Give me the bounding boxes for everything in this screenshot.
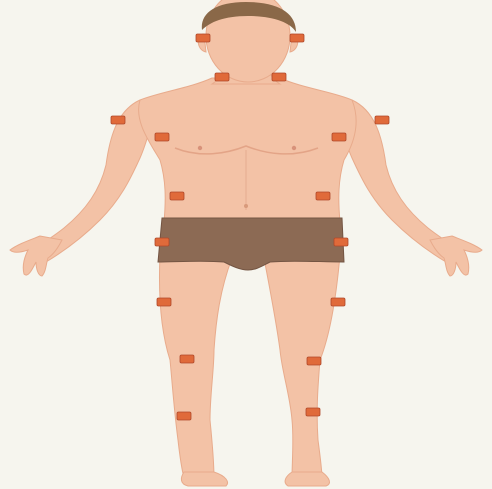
- marker-neck-right: [215, 73, 229, 81]
- marker-head-left: [290, 34, 304, 42]
- marker-thigh-left: [331, 298, 345, 306]
- marker-thigh-right: [157, 298, 171, 306]
- marker-hip-right: [155, 238, 169, 246]
- marker-waist-right: [170, 192, 184, 200]
- navel: [244, 204, 248, 208]
- marker-hip-left: [334, 238, 348, 246]
- legs: [159, 255, 340, 486]
- right-arm: [36, 100, 156, 262]
- right-foot: [181, 472, 227, 486]
- marker-chest-left: [332, 133, 346, 141]
- marker-waist-left: [316, 192, 330, 200]
- marker-neck-left: [272, 73, 286, 81]
- left-foot: [285, 472, 329, 486]
- marker-head-right: [196, 34, 210, 42]
- marker-knee-left: [307, 357, 321, 365]
- marker-upper-arm-left: [375, 116, 389, 124]
- nipple-right: [198, 146, 202, 150]
- head: [198, 0, 298, 82]
- marker-shin-right: [177, 412, 191, 420]
- left-leg: [264, 255, 340, 478]
- nipple-left: [292, 146, 296, 150]
- right-leg: [159, 255, 232, 478]
- marker-chest-right: [155, 133, 169, 141]
- marker-knee-right: [180, 355, 194, 363]
- marker-shin-left: [306, 408, 320, 416]
- marker-upper-arm-right: [111, 116, 125, 124]
